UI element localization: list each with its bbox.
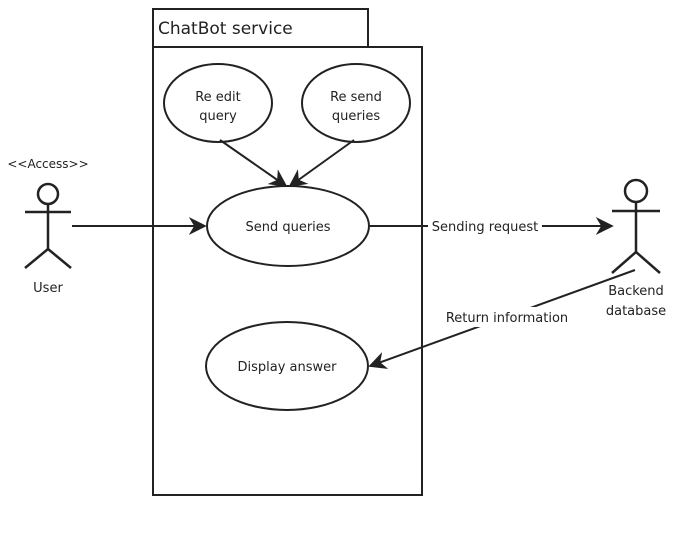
system-title-tab [152, 8, 369, 48]
actor-head [36, 182, 60, 206]
actor-left-leg [24, 248, 49, 269]
system-box [152, 46, 423, 496]
actor-user: <<Access>> User [7, 157, 88, 296]
use-case-display-answer: Display answer [205, 321, 369, 411]
use-case-label-line2: query [199, 109, 237, 124]
actor-backend-database: Backend database [606, 178, 666, 319]
system-boundary: ChatBot service [152, 8, 423, 496]
use-case-re-send-queries: Re send queries [301, 63, 411, 143]
use-case-send-queries: Send queries [206, 185, 370, 267]
use-case-label: Display answer [237, 360, 337, 375]
actor-right-leg [635, 251, 661, 274]
actor-label-line2: database [606, 304, 666, 319]
arrow-re-edit-to-send [219, 139, 288, 188]
use-case-label-line1: Re edit [195, 90, 241, 105]
actor-stereotype: <<Access>> [7, 157, 88, 171]
actor-head [623, 178, 649, 204]
use-case-label: Send queries [245, 220, 330, 235]
connector-label-background [441, 307, 573, 327]
use-case-ellipse [163, 63, 273, 143]
use-case-ellipse [301, 63, 411, 143]
actor-label: User [33, 281, 63, 296]
connector-label-return-information: Return information [446, 311, 568, 326]
use-case-re-edit-query: Re edit query [163, 63, 273, 143]
use-case-label-line2: queries [332, 109, 380, 124]
actor-label-line1: Backend [608, 284, 664, 299]
arrow-re-send-to-send [288, 139, 355, 188]
use-case-ellipse [205, 321, 369, 411]
actor-right-leg [47, 248, 72, 269]
actor-left-leg [611, 251, 637, 274]
system-title: ChatBot service [158, 19, 293, 39]
use-case-label-line1: Re send [330, 90, 382, 105]
connector-label-sending-request: Sending request [432, 220, 538, 235]
